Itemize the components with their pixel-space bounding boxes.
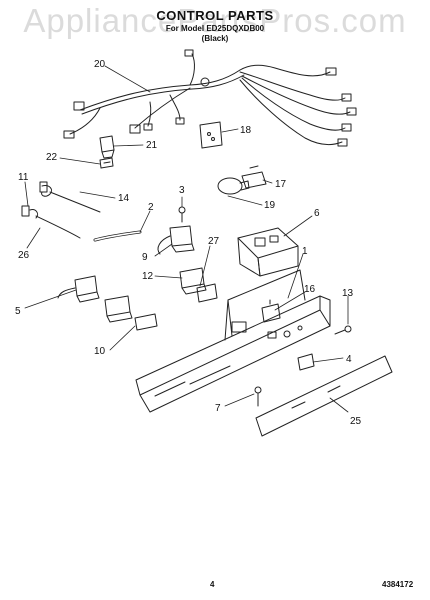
thermostat-part [179, 267, 207, 295]
label-plate-part [134, 313, 158, 331]
callout-2: 2 [148, 202, 154, 213]
callout-5: 5 [15, 306, 21, 317]
diagram-title: CONTROL PARTS [156, 8, 274, 23]
callout-10: 10 [94, 346, 106, 357]
leader-lines [24, 65, 349, 413]
control-board-part [237, 227, 299, 277]
capillary-tube-part [93, 230, 142, 242]
light-bulb-part [217, 177, 250, 195]
callout-labels: 20 18 21 22 11 14 3 17 19 6 2 26 27 9 1 … [15, 59, 362, 427]
control-housing-part [135, 269, 331, 413]
callout-7: 7 [215, 403, 221, 414]
screw-13-part [334, 325, 352, 335]
label-part [196, 283, 218, 303]
callout-22: 22 [46, 152, 58, 163]
callout-21: 21 [146, 140, 158, 151]
wire-harness-part [63, 49, 357, 147]
callout-1: 1 [302, 246, 308, 257]
page-number: 4 [210, 580, 215, 589]
callout-20: 20 [94, 59, 106, 70]
callout-16: 16 [304, 284, 316, 295]
switch-part [57, 275, 100, 303]
screw-part [178, 206, 186, 223]
callout-17: 17 [275, 179, 287, 190]
callout-9: 9 [142, 252, 148, 263]
thermistor-part [21, 181, 101, 239]
clip-4-part [297, 353, 315, 371]
callout-18: 18 [240, 125, 252, 136]
connector-part [99, 135, 115, 159]
switch-assembly-part [261, 299, 281, 323]
callout-27: 27 [208, 236, 220, 247]
callout-19: 19 [264, 200, 276, 211]
screw-7-part [254, 386, 262, 407]
document-number: 4384172 [382, 580, 414, 589]
callout-3: 3 [179, 185, 185, 196]
callout-14: 14 [118, 193, 130, 204]
model-subtitle: For Model ED25DQXDB00 [165, 24, 265, 33]
light-socket-part [241, 165, 267, 189]
callout-12: 12 [142, 271, 154, 282]
damper-control-part [157, 225, 195, 255]
callout-13: 13 [342, 288, 354, 299]
callout-6: 6 [314, 208, 320, 219]
housing-part [104, 295, 133, 323]
clip-part [99, 157, 114, 169]
watermark: AppliancePartsPros.com [23, 2, 407, 39]
color-subtitle: (Black) [201, 34, 229, 43]
callout-11: 11 [18, 172, 29, 183]
bracket-part [199, 121, 223, 149]
callout-26: 26 [18, 250, 30, 261]
panel-trim-part [255, 355, 393, 437]
callout-25: 25 [350, 416, 362, 427]
callout-4: 4 [346, 354, 352, 365]
